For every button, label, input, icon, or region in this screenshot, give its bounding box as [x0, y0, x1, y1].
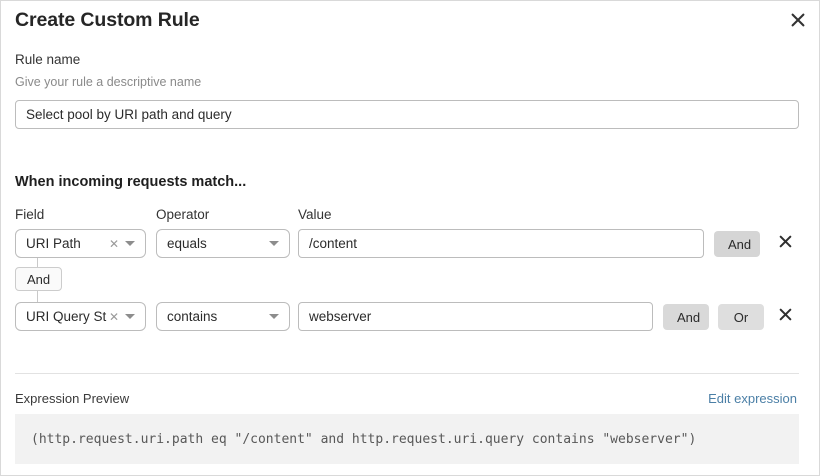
value-input[interactable]	[298, 302, 653, 331]
section-divider	[15, 373, 799, 374]
and-button[interactable]: And	[663, 304, 709, 330]
rule-name-help-text: Give your rule a descriptive name	[15, 75, 202, 89]
column-header-operator: Operator	[156, 207, 210, 222]
value-input[interactable]	[298, 229, 704, 258]
operator-select[interactable]: contains	[156, 302, 290, 331]
close-icon	[779, 308, 792, 324]
condition-connector: And	[15, 258, 135, 304]
clear-x-icon[interactable]: ✕	[108, 236, 119, 251]
conditions-heading: When incoming requests match...	[15, 174, 247, 190]
chevron-down-icon	[125, 314, 135, 319]
rule-name-input[interactable]	[15, 100, 799, 129]
condition-row: URI Path ✕ equals And	[1, 229, 819, 258]
expression-preview-label: Expression Preview	[15, 391, 130, 406]
page-title: Create Custom Rule	[15, 9, 200, 31]
edit-expression-link[interactable]: Edit expression	[708, 391, 797, 406]
close-button[interactable]	[785, 7, 811, 33]
chevron-down-icon	[269, 314, 279, 319]
close-icon	[791, 13, 805, 27]
chevron-down-icon	[269, 241, 279, 246]
expression-text: (http.request.uri.path eq "/content" and…	[31, 431, 697, 447]
remove-condition-button[interactable]	[774, 230, 796, 256]
field-select-value: URI Query St...	[26, 309, 107, 324]
or-button[interactable]: Or	[718, 304, 764, 330]
operator-select-value: contains	[167, 309, 218, 324]
clear-x-icon[interactable]: ✕	[108, 309, 119, 324]
operator-select[interactable]: equals	[156, 229, 290, 258]
condition-row: URI Query St... ✕ contains And Or	[1, 302, 819, 331]
column-header-value: Value	[298, 207, 332, 222]
operator-select-value: equals	[167, 236, 207, 251]
field-select[interactable]: URI Query St... ✕	[15, 302, 146, 331]
close-icon	[779, 235, 792, 251]
field-select[interactable]: URI Path ✕	[15, 229, 146, 258]
connector-and-tag[interactable]: And	[15, 267, 63, 291]
remove-condition-button[interactable]	[774, 303, 796, 329]
field-select-value: URI Path	[26, 236, 81, 251]
chevron-down-icon	[125, 241, 135, 246]
rule-name-label: Rule name	[15, 52, 81, 67]
column-header-field: Field	[15, 207, 45, 222]
and-button[interactable]: And	[714, 231, 760, 257]
expression-preview-code: (http.request.uri.path eq "/content" and…	[15, 414, 799, 464]
